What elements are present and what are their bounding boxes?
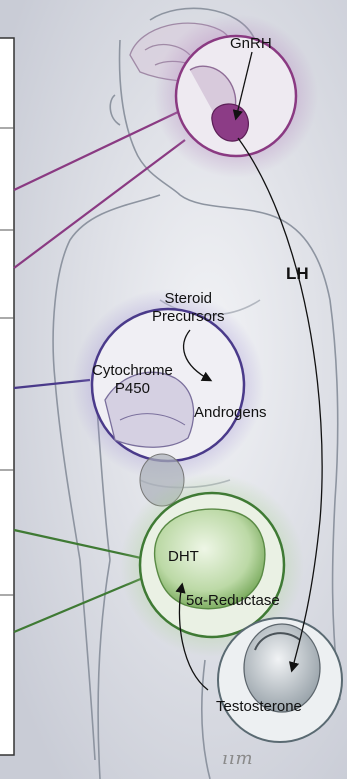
steroid-precursors-label: Steroid Precursors [152, 290, 225, 326]
dht-label: DHT [168, 548, 199, 566]
lh-label: LH [286, 265, 309, 283]
reductase-label: 5α-Reductase [186, 592, 280, 610]
artist-signature: ıım [222, 748, 254, 769]
gnrh-label: GnRH [230, 35, 272, 53]
cytochrome-p450-label: Cytochrome P450 [92, 362, 173, 398]
testis-circle [218, 618, 342, 742]
left-table-panel [0, 38, 14, 755]
androgens-label: Androgens [194, 404, 267, 422]
testosterone-label: Testosterone [216, 698, 302, 716]
